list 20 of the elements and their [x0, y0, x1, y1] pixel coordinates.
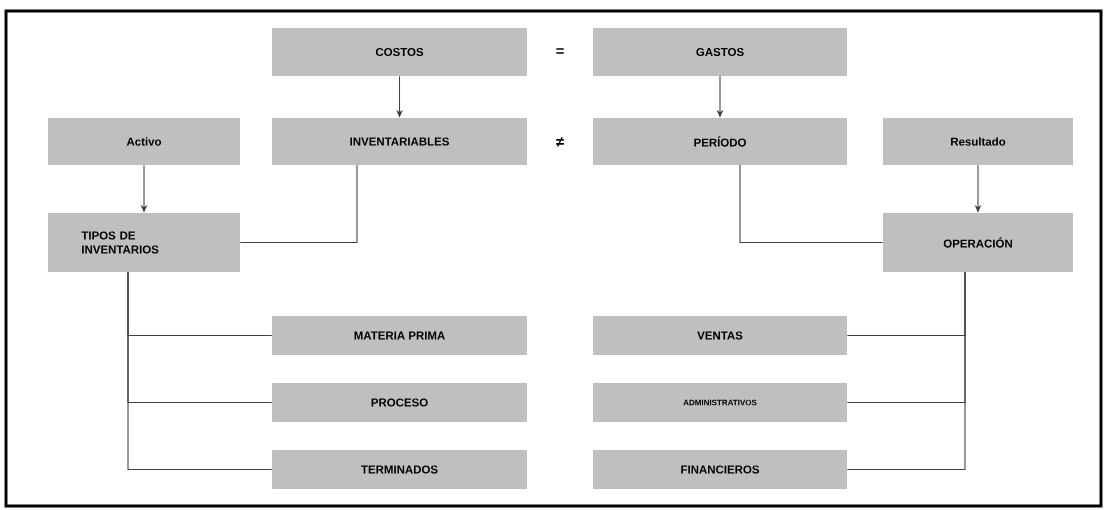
process-box: PERÍODO [593, 118, 847, 165]
process-box: MATERIA PRIMA [272, 316, 527, 355]
connector [239, 164, 358, 244]
process-box: FINANCIEROS [593, 450, 847, 489]
process-box: VENTAS [593, 316, 847, 355]
relation-sign: ≠ [556, 137, 564, 147]
process-box: COSTOS [272, 28, 527, 76]
process-box: ADMINISTRATIVOS [593, 383, 847, 422]
process-box: TERMINADOS [272, 450, 527, 489]
process-box: PROCESO [272, 383, 527, 422]
relation-sign: = [556, 48, 564, 54]
process-box: INVENTARIABLES [272, 118, 527, 165]
process-box: Resultado [883, 118, 1073, 165]
process-box: Activo [48, 118, 240, 165]
connector [127, 271, 273, 471]
process-box: TIPOS DE INVENTARIOS [48, 213, 240, 272]
process-box: GASTOS [593, 28, 847, 76]
connector [739, 164, 884, 244]
process-box: OPERACIÓN [883, 213, 1073, 272]
connector [846, 271, 966, 471]
